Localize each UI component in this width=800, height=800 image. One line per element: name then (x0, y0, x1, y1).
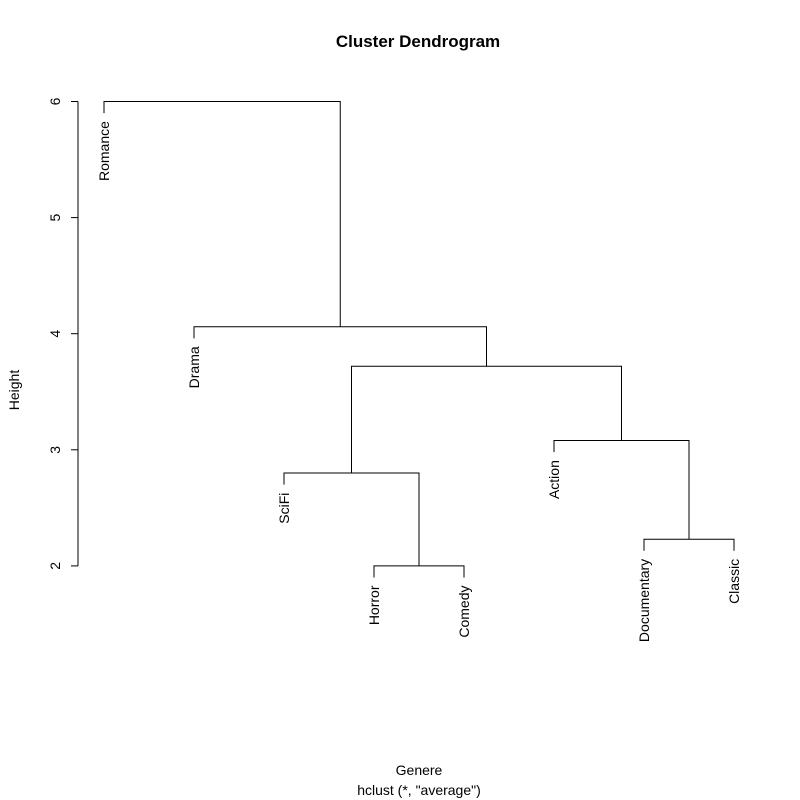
y-tick-label: 4 (47, 330, 63, 338)
leaf-label-comedy: Comedy (456, 586, 472, 638)
y-tick-label: 5 (47, 213, 63, 221)
leaf-label-documentary: Documentary (636, 559, 652, 642)
leaf-label-horror: Horror (366, 585, 382, 625)
chart-title: Cluster Dendrogram (336, 32, 500, 51)
dendrogram-link (103, 101, 341, 327)
y-axis: 2 3 4 5 6 (47, 97, 79, 570)
chart-subtitle: hclust (*, "average") (357, 782, 481, 798)
leaf-label-classic: Classic (726, 559, 742, 604)
leaf-label-action: Action (546, 460, 562, 499)
dendrogram-links (103, 101, 735, 578)
y-tick-label: 2 (47, 562, 63, 570)
leaf-label-romance: Romance (96, 121, 112, 181)
dendrogram-link (351, 365, 622, 474)
leaf-label-drama: Drama (186, 346, 202, 388)
leaf-label-scifi: SciFi (276, 493, 292, 524)
dendrogram-link (553, 440, 690, 540)
y-tick-label: 3 (47, 446, 63, 454)
y-axis-label: Height (6, 370, 22, 411)
dendrogram-link (373, 565, 465, 578)
y-tick-label: 6 (47, 97, 63, 105)
dendrogram-link (643, 538, 735, 551)
dendrogram-link (193, 326, 487, 367)
x-axis-label: Genere (396, 762, 443, 778)
dendrogram-link (283, 472, 420, 566)
